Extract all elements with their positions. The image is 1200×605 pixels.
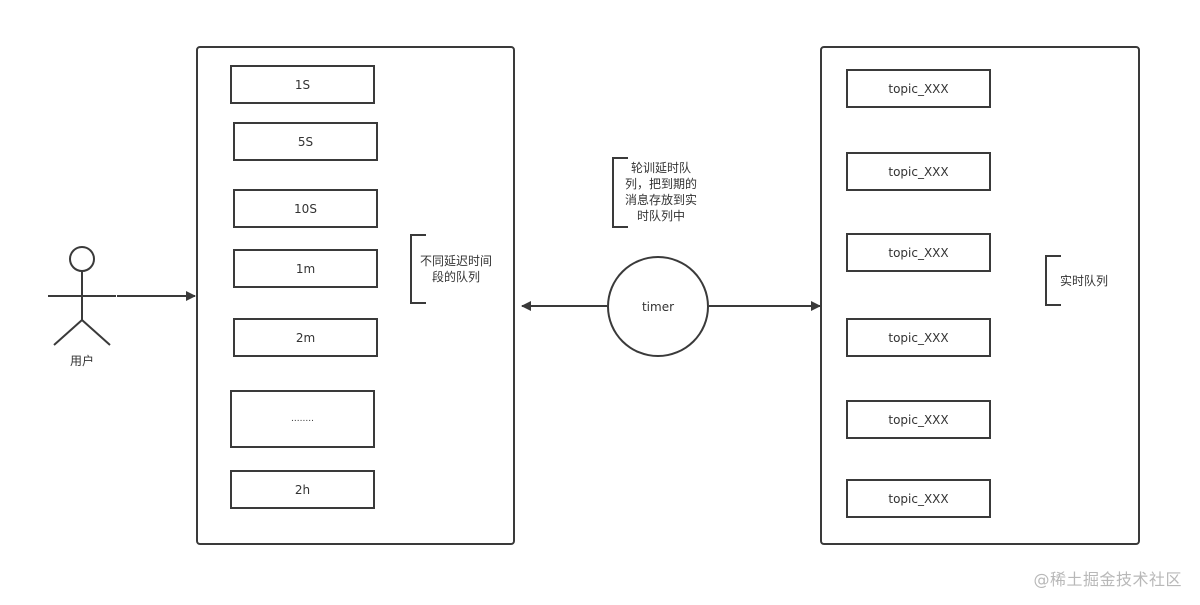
realtime-queue-topic[interactable]: topic_XXX xyxy=(846,233,991,272)
realtime-queues-note: 实时队列 xyxy=(1059,274,1108,288)
realtime-queue-topic[interactable]: topic_XXX xyxy=(846,400,991,439)
timer-note-line: 消息存放到实 xyxy=(624,193,697,207)
realtime-queue-topic[interactable]: topic_XXX xyxy=(846,479,991,518)
timer-note-line: 轮训延时队 xyxy=(630,161,691,175)
timer-note-bracket xyxy=(612,157,628,228)
delay-queue-2m[interactable]: 2m xyxy=(233,318,378,357)
realtime-queues-bracket xyxy=(1045,255,1061,306)
watermark: @稀土掘金技术社区 xyxy=(1033,570,1182,589)
realtime-queues-container[interactable] xyxy=(820,46,1140,545)
timer-node[interactable]: timer xyxy=(607,256,709,357)
actor-label: 用户 xyxy=(69,354,94,368)
delay-queue-5s[interactable]: 5S xyxy=(233,122,378,161)
realtime-queue-topic[interactable]: topic_XXX xyxy=(846,318,991,357)
delay-queue-2h[interactable]: 2h xyxy=(230,470,375,509)
timer-note-line: 列，把到期的 xyxy=(624,177,697,191)
delay-queues-note-line: 不同延迟时间 xyxy=(419,254,492,268)
delay-queue-1m[interactable]: 1m xyxy=(233,249,378,288)
timer-note: 轮训延时队 列，把到期的 消息存放到实 时队列中 xyxy=(616,160,706,224)
delay-queue-ellipsis[interactable]: ........ xyxy=(230,390,375,448)
timer-note-line: 时队列中 xyxy=(636,209,685,223)
delay-queues-note: 不同延迟时间 段的队列 xyxy=(418,253,494,285)
delay-queue-1s[interactable]: 1S xyxy=(230,65,375,104)
delay-queues-bracket xyxy=(410,234,426,304)
delay-queues-note-line: 段的队列 xyxy=(431,270,480,284)
stick-figure-icon xyxy=(48,246,116,346)
realtime-queue-topic[interactable]: topic_XXX xyxy=(846,152,991,191)
delay-queue-10s[interactable]: 10S xyxy=(233,189,378,228)
realtime-queue-topic[interactable]: topic_XXX xyxy=(846,69,991,108)
